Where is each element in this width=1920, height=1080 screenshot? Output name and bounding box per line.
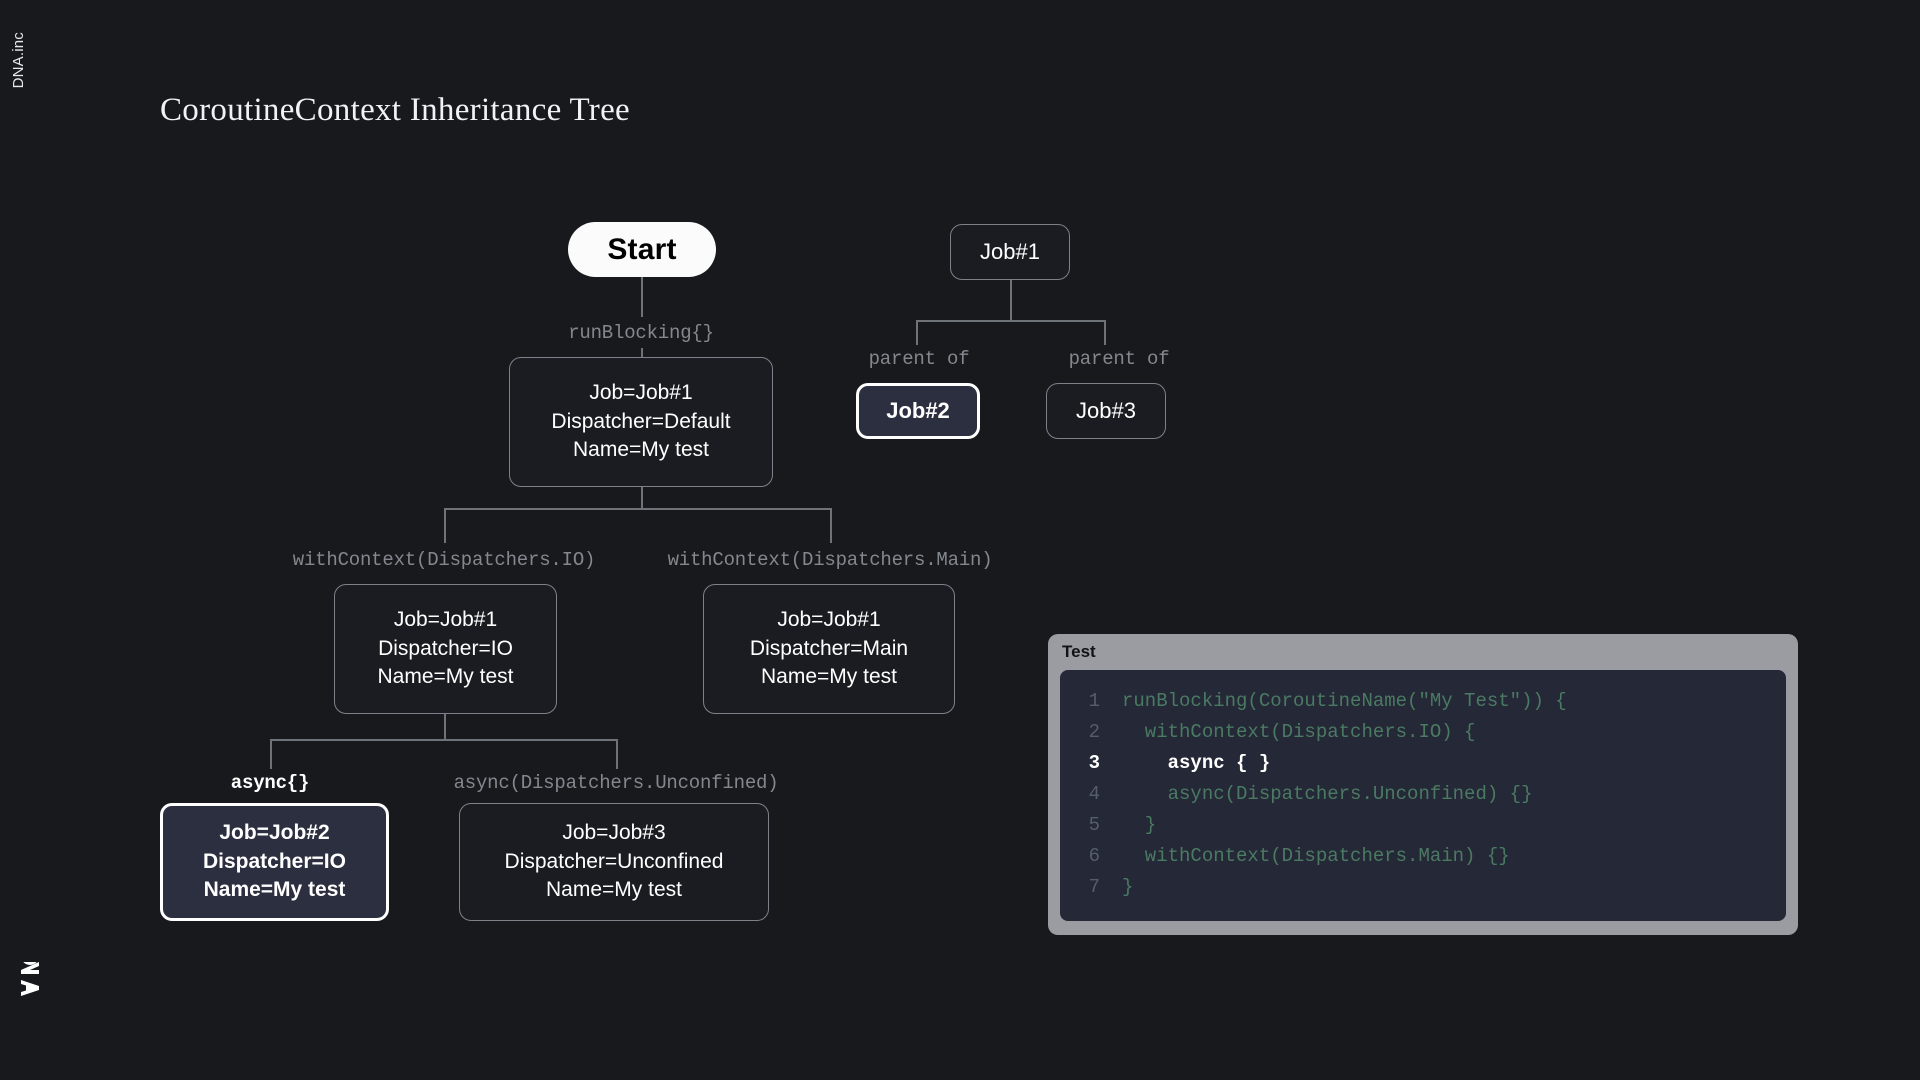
node-start-label: Start [607, 232, 677, 266]
node-context-io[interactable]: Job=Job#1 Dispatcher=IO Name=My test [334, 584, 557, 714]
edge-job1-to-job3 [1104, 320, 1106, 345]
edge-start-to-root-lower [641, 348, 643, 359]
page-title: CoroutineContext Inheritance Tree [160, 92, 630, 128]
edge-root-to-io [444, 508, 446, 543]
edge-label-async-unconfined: async(Dispatchers.Unconfined) [453, 772, 779, 794]
edge-io-to-async [270, 739, 272, 769]
ctx-io-line-3: Name=My test [377, 665, 514, 689]
code-line: 2 withContext(Dispatchers.IO) { [1060, 717, 1786, 748]
edge-label-parent-of-job3: parent of [1068, 348, 1170, 370]
node-job2[interactable]: Job#2 [856, 383, 980, 439]
node-context-root[interactable]: Job=Job#1 Dispatcher=Default Name=My tes… [509, 357, 773, 487]
edge-label-withcontext-io: withContext(Dispatchers.IO) [292, 549, 596, 571]
code-line: 6 withContext(Dispatchers.Main) {} [1060, 841, 1786, 872]
code-line-text: async { } [1122, 752, 1271, 774]
ctx-root-line-1: Job=Job#1 [589, 380, 693, 404]
code-line-text: } [1122, 876, 1134, 898]
node-context-job2[interactable]: Job=Job#2 Dispatcher=IO Name=My test [160, 803, 389, 921]
ctx-root-line-2: Dispatcher=Default [551, 409, 731, 433]
code-panel-body[interactable]: 1 runBlocking(CoroutineName("My Test")) … [1060, 670, 1786, 921]
code-panel-title: Test [1062, 642, 1096, 661]
ctx-io-line-2: Dispatcher=IO [378, 636, 513, 660]
code-line-text: runBlocking(CoroutineName("My Test")) { [1122, 690, 1567, 712]
edge-job1-bus [916, 320, 1104, 322]
code-line-text: withContext(Dispatchers.Main) {} [1122, 845, 1510, 867]
ctx-job3-line-2: Dispatcher=Unconfined [504, 849, 724, 873]
code-line-number: 1 [1088, 690, 1100, 712]
edge-io-to-async-unconfined [616, 739, 618, 769]
edge-start-to-root [641, 277, 643, 317]
edge-label-async: async{} [230, 772, 310, 794]
node-job1-label: Job#1 [980, 238, 1040, 264]
edge-root-bus [444, 508, 831, 510]
ctx-io-line-1: Job=Job#1 [393, 607, 498, 631]
code-line-number: 5 [1088, 814, 1100, 836]
code-line: 5 } [1060, 810, 1786, 841]
ctx-job2-line-3: Name=My test [203, 878, 346, 902]
code-line-number: 7 [1088, 876, 1100, 898]
code-line-text: async(Dispatchers.Unconfined) {} [1122, 783, 1533, 805]
edge-io-bus [270, 739, 617, 741]
edge-io-stem [444, 714, 446, 739]
ctx-main-line-3: Name=My test [761, 665, 897, 689]
node-job3[interactable]: Job#3 [1046, 383, 1166, 439]
node-job3-label: Job#3 [1076, 397, 1136, 423]
code-panel: Test 1 runBlocking(CoroutineName("My Tes… [1048, 634, 1798, 935]
ctx-job2-line-1: Job=Job#2 [219, 820, 330, 844]
code-line: 7 } [1060, 872, 1786, 903]
ctx-root-line-3: Name=My test [573, 438, 709, 462]
node-start[interactable]: Start [568, 222, 716, 277]
edge-label-runblocking: runBlocking{} [568, 322, 714, 344]
code-line-number: 3 [1088, 752, 1100, 774]
ctx-main-line-2: Dispatcher=Main [749, 636, 909, 660]
code-line: 1 runBlocking(CoroutineName("My Test")) … [1060, 686, 1786, 717]
edge-root-stem [641, 487, 643, 508]
code-line-text: withContext(Dispatchers.IO) { [1122, 721, 1476, 743]
edge-label-withcontext-main: withContext(Dispatchers.Main) [667, 549, 993, 571]
ctx-job3-line-3: Name=My test [546, 878, 682, 902]
code-line-text: } [1122, 814, 1157, 836]
ctx-main-line-1: Job=Job#1 [777, 607, 881, 631]
code-line-number: 4 [1088, 783, 1100, 805]
ctx-job2-line-2: Dispatcher=IO [203, 849, 346, 873]
edge-label-parent-of-job2: parent of [868, 348, 970, 370]
edge-root-to-main [830, 508, 832, 543]
ctx-job3-line-1: Job=Job#3 [562, 820, 666, 844]
dna-logo-icon [21, 962, 39, 996]
code-line: 4 async(Dispatchers.Unconfined) {} [1060, 779, 1786, 810]
node-job1[interactable]: Job#1 [950, 224, 1070, 280]
code-line-active: 3 async { } [1060, 748, 1786, 779]
edge-job1-stem [1010, 280, 1012, 320]
node-context-main[interactable]: Job=Job#1 Dispatcher=Main Name=My test [703, 584, 955, 714]
node-context-job3[interactable]: Job=Job#3 Dispatcher=Unconfined Name=My … [459, 803, 769, 921]
brand-vertical-label: DNA.inc [10, 32, 27, 89]
edge-job1-to-job2 [916, 320, 918, 345]
code-line-number: 2 [1088, 721, 1100, 743]
code-line-number: 6 [1088, 845, 1100, 867]
node-job2-label: Job#2 [886, 397, 950, 423]
